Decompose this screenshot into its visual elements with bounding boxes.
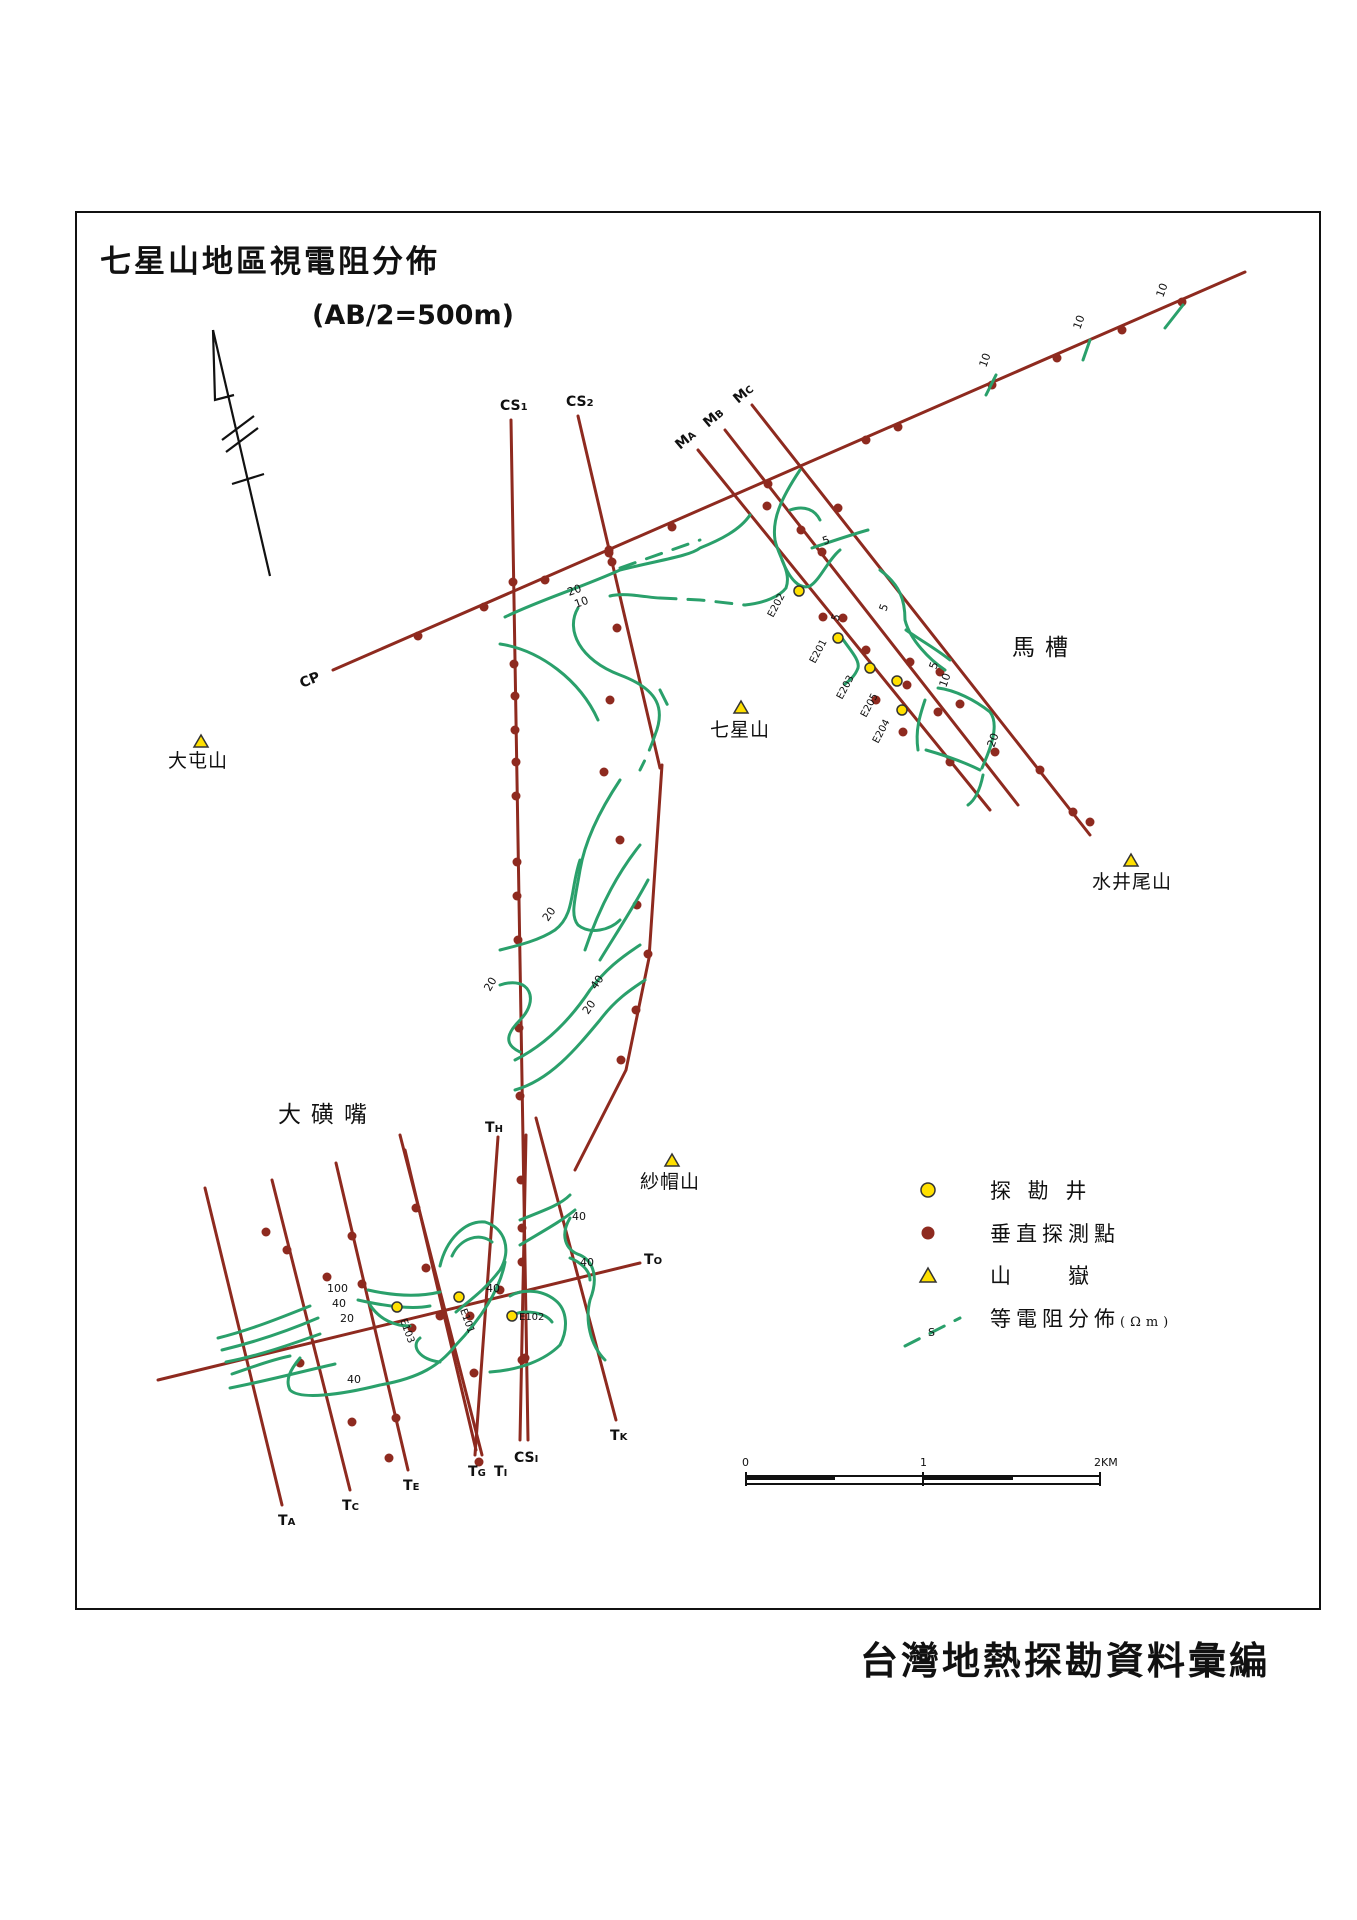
survey-line-ta (203, 1186, 284, 1507)
peak-shuijingwei-icon (1122, 852, 1140, 867)
survey-line-cs2 (576, 414, 662, 770)
svg-text:40: 40 (347, 1373, 361, 1386)
map-subtitle: (AB/2=500m) (312, 300, 514, 331)
svg-text:20: 20 (540, 905, 559, 924)
legend-well: 探 勘 井 (990, 1179, 1091, 1203)
mountain-peaks (192, 699, 1140, 1167)
label-tg: TG (468, 1464, 486, 1480)
line-labels: CS1 CS2 MA MB MC CP TH TO TK TG TI CSI T… (278, 381, 757, 1529)
label-ti: TI (494, 1464, 507, 1480)
survey-line-cp (331, 270, 1247, 672)
label-te: TE (403, 1478, 420, 1494)
north-arrow-icon (211, 329, 272, 577)
legend-peak-icon (918, 1266, 938, 1283)
label-tc: TC (342, 1498, 359, 1514)
svg-text:20: 20 (985, 731, 1002, 749)
label-mb: MB (700, 405, 727, 431)
label-cs2: CS2 (566, 394, 594, 410)
svg-text:40: 40 (572, 1210, 586, 1223)
survey-line-tk (534, 1116, 618, 1422)
legend-peak: 山 嶽 (990, 1264, 1094, 1288)
svg-text:10: 10 (937, 671, 954, 689)
label-ta: TA (278, 1513, 296, 1529)
svg-text:5: 5 (877, 602, 892, 613)
svg-text:40: 40 (332, 1297, 346, 1310)
svg-text:40: 40 (580, 1256, 594, 1269)
svg-text:10: 10 (1071, 313, 1088, 331)
place-dayoukeng: 大磺嘴 (278, 1102, 377, 1128)
svg-text:100: 100 (327, 1282, 348, 1295)
well-label: E203 (835, 674, 857, 702)
survey-line-mb (723, 428, 1020, 807)
well-label: E101 (457, 1307, 476, 1335)
label-mc: MC (730, 381, 757, 407)
place-shuijingwei: 水井尾山 (1092, 871, 1172, 893)
legend: 探 勘 井 垂直探測點 山 嶽 S 等電阻分佈(Ωm) (903, 1179, 1173, 1348)
well-label: E201 (808, 638, 830, 666)
label-ma: MA (672, 427, 699, 453)
label-csi: CSI (514, 1450, 538, 1466)
svg-text:1: 1 (920, 1456, 927, 1469)
legend-contour-symbol: S (928, 1326, 935, 1339)
well-label: E102 (519, 1312, 544, 1323)
label-to: TO (644, 1252, 662, 1268)
peak-shamao-icon (663, 1152, 681, 1167)
survey-line-tc (270, 1178, 352, 1492)
svg-text:20: 20 (340, 1312, 354, 1325)
svg-text:20: 20 (481, 975, 499, 994)
survey-line-te (403, 1148, 478, 1452)
svg-text:0: 0 (742, 1456, 749, 1469)
survey-line-th (473, 1135, 500, 1457)
svg-text:2KM: 2KM (1094, 1456, 1118, 1469)
svg-text:20: 20 (566, 582, 584, 599)
legend-station: 垂直探測點 (990, 1222, 1120, 1246)
svg-text:10: 10 (977, 351, 994, 369)
legend-station-icon (921, 1226, 935, 1240)
legend-contour: 等電阻分佈(Ωm) (990, 1307, 1173, 1331)
peak-datun-icon (192, 733, 210, 748)
place-shamao: 紗帽山 (640, 1171, 700, 1193)
svg-text:5: 5 (927, 660, 942, 671)
place-qixing: 七星山 (710, 719, 770, 741)
exploration-wells: E202 E201 E203 E205 E204 E101 E102 E103 (391, 585, 908, 1345)
survey-line-cs2-south (573, 763, 664, 1172)
svg-text:10: 10 (1154, 281, 1171, 299)
place-datun: 大屯山 (168, 750, 228, 772)
svg-text:10: 10 (573, 594, 591, 611)
label-cs1: CS1 (500, 398, 528, 414)
well-label: E103 (397, 1317, 416, 1345)
survey-line-mc (750, 403, 1092, 837)
survey-line-cs1 (509, 418, 530, 1442)
legend-contour-icon (903, 1316, 962, 1348)
svg-text:40: 40 (486, 1282, 500, 1295)
svg-text:5: 5 (829, 612, 844, 623)
sounding-points (261, 297, 1187, 1467)
footer-title: 台灣地熱探勘資料彙編 (860, 1639, 1271, 1683)
resistivity-contours (216, 303, 1185, 1397)
label-cp: CP (298, 669, 323, 692)
survey-line-ti (518, 1133, 528, 1442)
svg-text:5: 5 (821, 533, 832, 548)
label-tk: TK (610, 1428, 629, 1444)
scale-bar: 0 1 2KM (742, 1456, 1118, 1486)
peak-qixing-icon (732, 699, 750, 714)
well-label: E204 (871, 718, 893, 746)
survey-line-ma (696, 448, 992, 812)
label-th: TH (485, 1120, 503, 1136)
place-macao: 馬槽 (1012, 635, 1078, 661)
well-label: E202 (766, 592, 788, 620)
map-frame (75, 211, 1321, 1610)
well-label: E205 (859, 692, 881, 720)
map-title: 七星山地區視電阻分佈 (100, 244, 440, 280)
legend-well-icon (920, 1182, 936, 1198)
contour-values: 10 10 10 20 10 5 5 5 5 10 20 20 20 20 40… (327, 281, 1171, 1386)
